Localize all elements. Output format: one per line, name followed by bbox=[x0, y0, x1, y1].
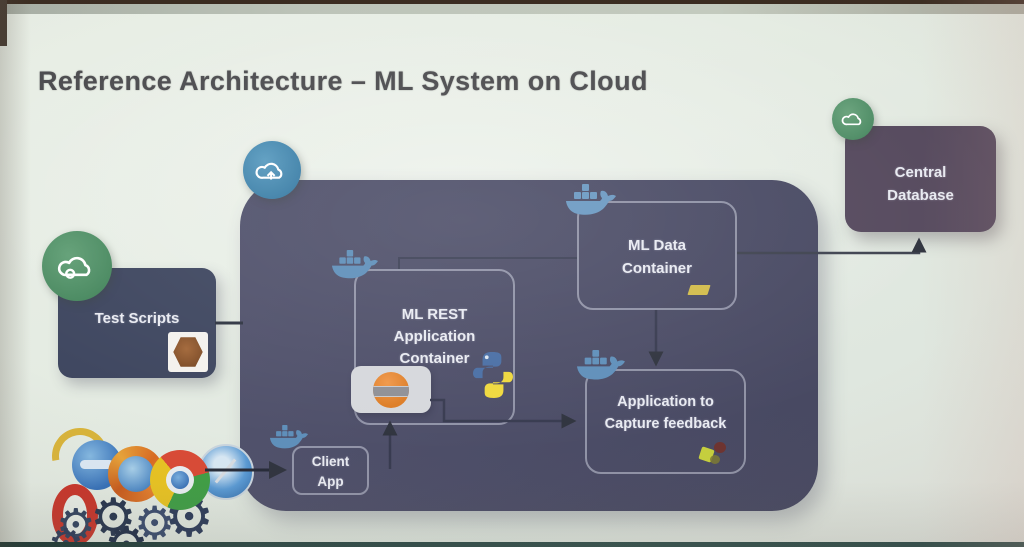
maven-hexagon-icon bbox=[168, 332, 208, 372]
node-ml-data-container: ML Data Container bbox=[577, 201, 737, 310]
blue-cloud-upload-icon bbox=[243, 141, 301, 199]
node-ml-rest-application-container: ML REST Application Container bbox=[354, 269, 515, 425]
green-cloud-icon bbox=[42, 231, 112, 301]
docker-whale-icon bbox=[332, 250, 378, 279]
cloud-environment-container bbox=[240, 180, 818, 511]
node-label: Central Database bbox=[887, 164, 954, 204]
opera-icon bbox=[52, 484, 98, 546]
node-label: Application to Capture feedback bbox=[604, 394, 727, 433]
node-label: Client App bbox=[311, 454, 350, 490]
python-logo-icon bbox=[473, 352, 513, 398]
photo-left-edge bbox=[0, 0, 7, 46]
photo-bottom-edge bbox=[0, 542, 1024, 547]
docker-whale-icon bbox=[270, 425, 308, 449]
node-label: ML REST Application Container bbox=[393, 306, 476, 367]
node-test-scripts: Test Scripts bbox=[58, 268, 216, 378]
node-client-app: Client App bbox=[292, 446, 369, 495]
node-label: ML Data Container bbox=[621, 237, 692, 277]
chrome-icon bbox=[150, 450, 210, 510]
yellow-db-chip-icon bbox=[687, 285, 711, 295]
docker-whale-icon bbox=[577, 350, 625, 380]
jupyter-icon bbox=[351, 366, 431, 413]
slide-title: Reference Architecture – ML System on Cl… bbox=[38, 66, 648, 96]
docker-whale-icon bbox=[566, 184, 616, 215]
node-application-capture-feedback: Application to Capture feedback bbox=[585, 369, 746, 474]
colored-dots-logo-icon bbox=[688, 442, 730, 468]
green-cloud-icon-small bbox=[832, 98, 874, 140]
projection-screen-band bbox=[0, 4, 1024, 14]
photo-top-edge bbox=[0, 0, 1024, 4]
node-label: Test Scripts bbox=[94, 310, 180, 327]
node-central-database: Central Database bbox=[845, 126, 996, 232]
client-browsers-cluster bbox=[41, 417, 254, 546]
